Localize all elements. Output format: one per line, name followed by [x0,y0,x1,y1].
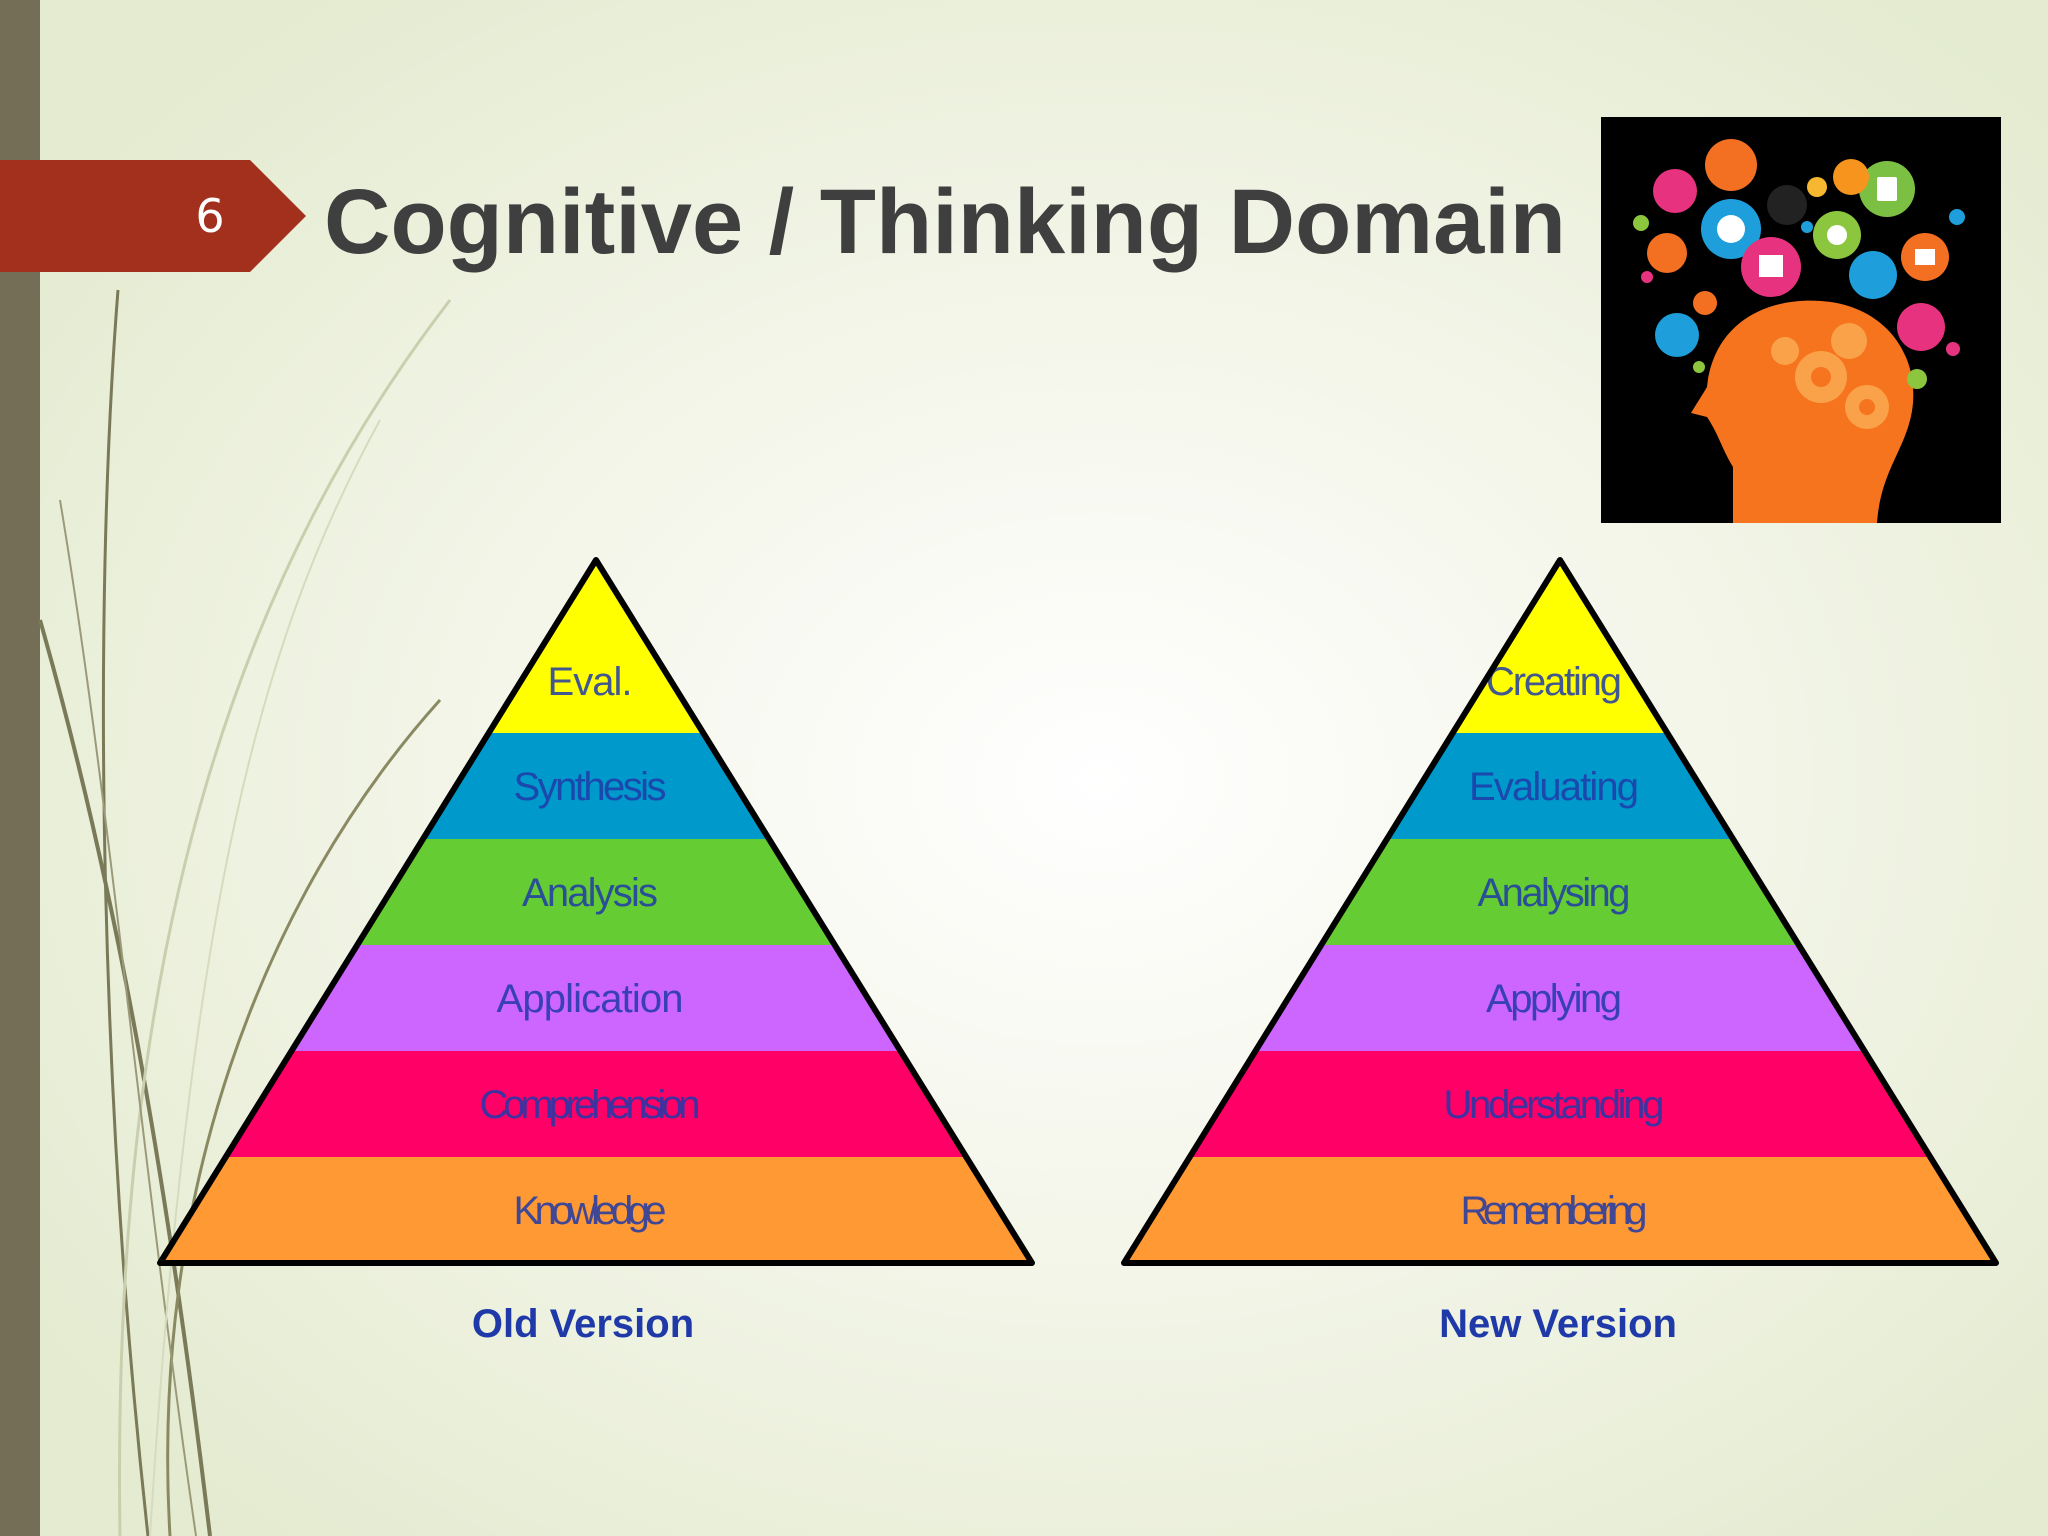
pyramid-level-label: Understanding [1444,1083,1665,1127]
pyramid-level-label: Evaluating [1469,765,1639,809]
old-version-caption: Old Version [471,1302,695,1346]
slide-number-tag: 6 [0,160,310,272]
pyramid-level-label: Analysis [522,871,658,915]
pyramid-level-label: Knowledge [514,1189,667,1233]
slide-number: 6 [195,189,225,243]
pyramid-level-label: Applying [1486,977,1622,1021]
pyramid-level-band [291,945,901,1051]
pyramid-level-label: Application [497,977,684,1021]
pyramid-level-band [1386,733,1734,839]
pyramid-level-label: Synthesis [514,765,667,809]
pyramid-level-band [357,839,835,945]
old-version-pyramid: Knowledge Comprehension Application Analysi… [157,557,1035,1266]
pyramid-level-band [225,1051,967,1157]
pyramid-level-label: Creating [1486,660,1622,704]
pyramid-level-label: Remembering [1461,1189,1648,1233]
pyramid-level-band [1255,945,1865,1051]
brain-head-icons-image [1601,117,2001,523]
pyramid-level-band [160,1157,1032,1263]
new-version-pyramid: Remembering Understanding Applying Analysin… [1121,557,1999,1266]
pyramid-level-band [1452,560,1668,733]
slide-title: Cognitive / Thinking Domain [324,171,1566,273]
pyramid-level-label: Eval. [548,660,633,704]
pyramid-outline [1121,557,1999,1266]
pyramid-level-label: Comprehension [480,1083,701,1127]
new-version-caption: New Version [1439,1302,1677,1346]
pyramid-level-band [1189,1051,1931,1157]
pyramid-level-label: Analysing [1478,871,1631,915]
pyramid-outline [157,557,1035,1266]
pyramid-level-band [422,733,770,839]
pyramid-level-band [488,560,704,733]
pyramid-level-band [1321,839,1799,945]
pyramid-level-band [1124,1157,1996,1263]
